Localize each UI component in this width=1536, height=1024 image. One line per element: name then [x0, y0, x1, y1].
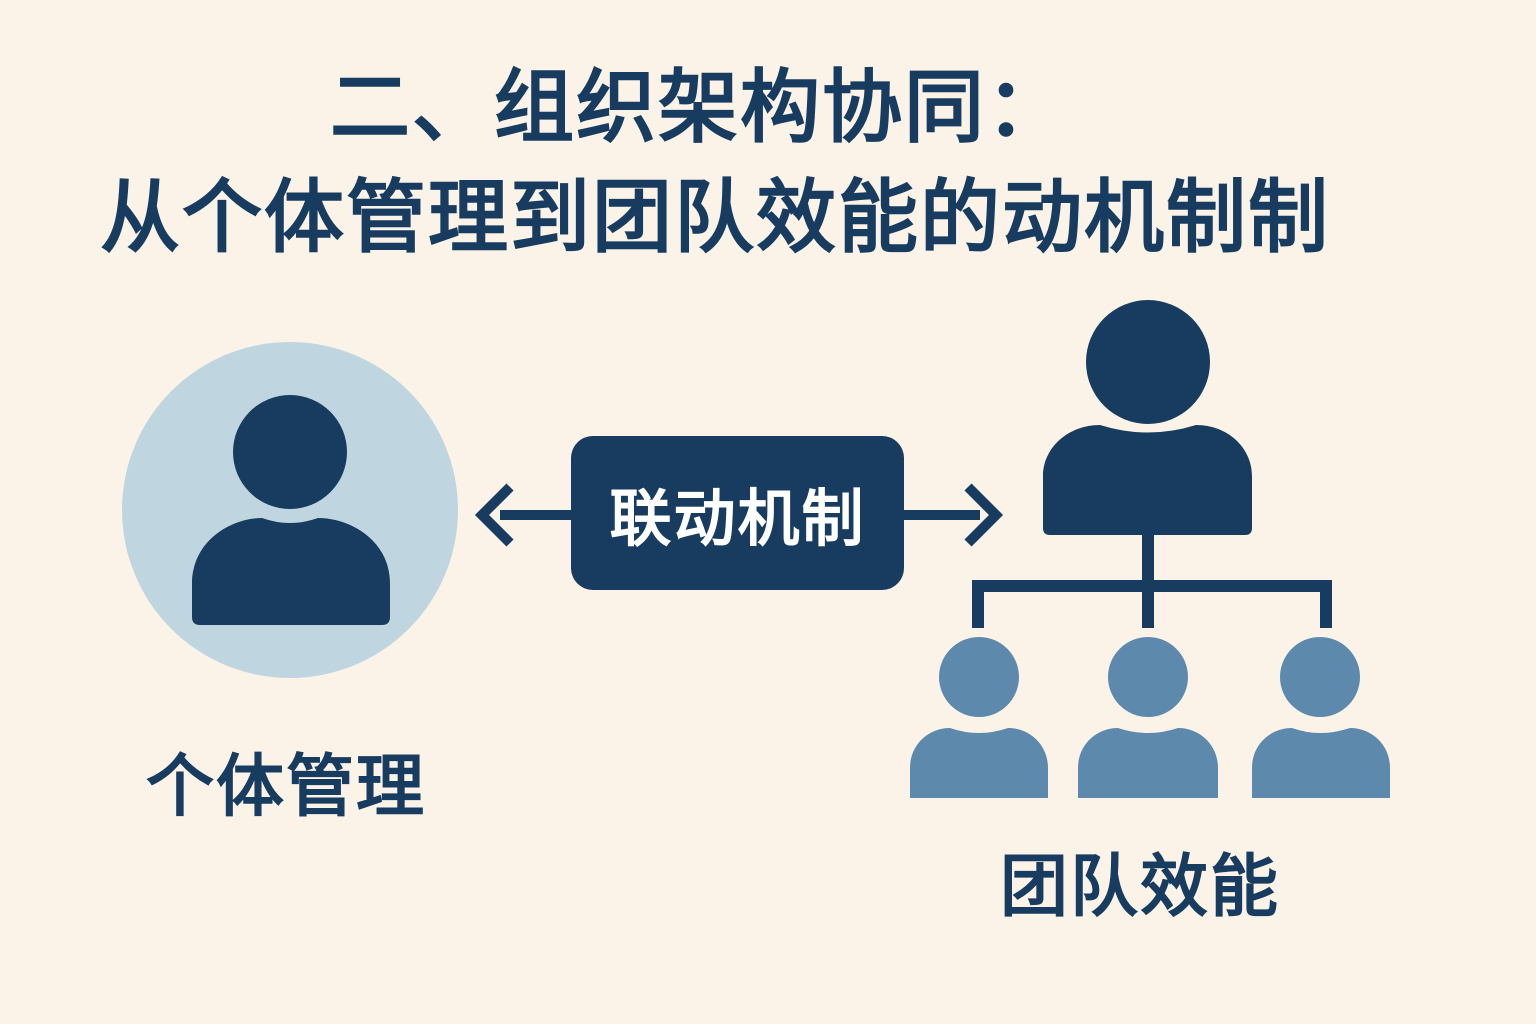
leader-head: [1086, 300, 1210, 424]
linkage-mechanism-label: 联动机制: [609, 482, 866, 555]
title-line-2: 从个体管理到团队效能的动机制制: [100, 171, 1330, 264]
individual-head: [233, 395, 347, 509]
team-effectiveness-label: 团队效能: [1000, 848, 1281, 927]
individual-body: [192, 518, 390, 625]
team-hierarchy-icon: [910, 300, 1390, 798]
leader-body: [1043, 425, 1252, 535]
individual-person-icon: [122, 342, 458, 678]
linkage-mechanism-box: 联动机制: [571, 436, 904, 590]
title-line-1: 二、组织架构协同：: [330, 61, 1068, 154]
individual-circle: [122, 342, 458, 678]
member-icon: [1252, 637, 1390, 798]
individual-management-label: 个体管理: [146, 748, 427, 827]
hierarchy-connectors: [972, 535, 1332, 628]
member-icon: [910, 637, 1048, 798]
member-icon: [1078, 637, 1218, 798]
